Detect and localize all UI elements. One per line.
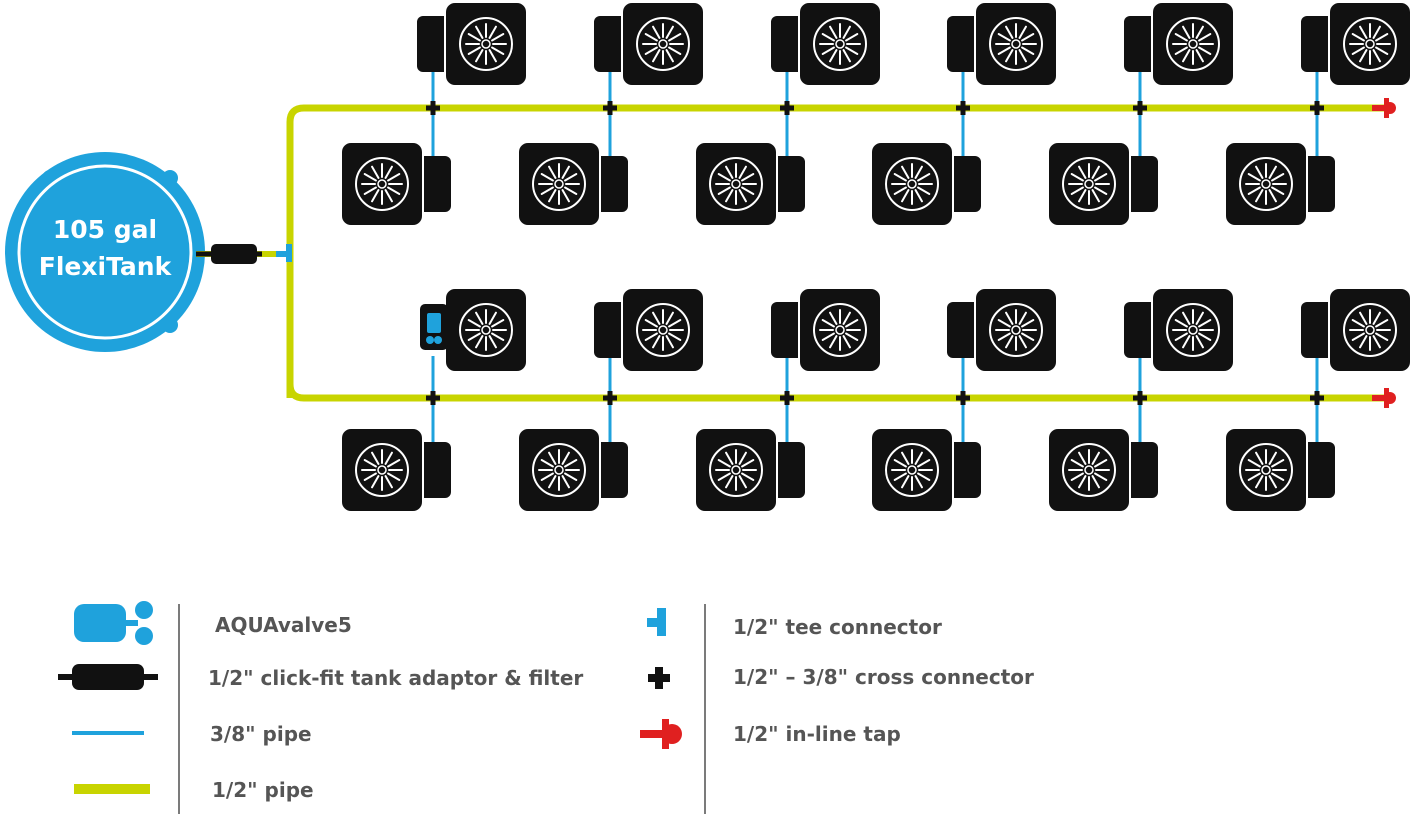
pot [340, 427, 451, 513]
cross-connector [780, 101, 794, 115]
pot [1224, 427, 1335, 513]
pot [694, 427, 805, 513]
pot [594, 1, 705, 87]
pipe-trunk [286, 104, 1384, 398]
cross-connector [603, 101, 617, 115]
aquavalve [420, 304, 448, 350]
pot [771, 287, 882, 373]
tank-ring [17, 164, 193, 340]
legend-label-aquavalve: AQUAvalve5 [215, 613, 352, 637]
pipe-12-icon [74, 784, 150, 794]
inline-tap [1372, 388, 1396, 408]
legend-label-tank-adaptor: 1/2" click-fit tank adaptor & filter [208, 666, 584, 690]
tee-connector-icon [647, 608, 666, 636]
cross-connector [956, 101, 970, 115]
legend-divider [704, 604, 706, 814]
legend-label-inline-tap: 1/2" in-line tap [733, 722, 901, 746]
pot [1124, 287, 1235, 373]
legend-label-cross-connector: 1/2" – 3/8" cross connector [733, 665, 1034, 689]
pot [594, 287, 705, 373]
pot [870, 427, 981, 513]
pot [947, 287, 1058, 373]
pots-layer [340, 1, 1412, 513]
cross-connector [956, 391, 970, 405]
aquavalve-icon [74, 601, 153, 645]
tank-label-line1: 105 gal [53, 215, 157, 244]
legend-label-pipe-38: 3/8" pipe [210, 722, 312, 746]
cross-connector [1133, 101, 1147, 115]
pot [1124, 1, 1235, 87]
cross-connector [1310, 101, 1324, 115]
tank-adaptor-filter [196, 244, 262, 264]
pipe-38-icon [72, 731, 144, 735]
legend-label-pipe-12: 1/2" pipe [212, 778, 314, 802]
inline-tap [1372, 98, 1396, 118]
cross-connector [1310, 391, 1324, 405]
cross-connector [426, 101, 440, 115]
pot [517, 141, 628, 227]
pot [1047, 427, 1158, 513]
legend-divider [178, 604, 180, 814]
pot [1047, 141, 1158, 227]
pot [947, 1, 1058, 87]
pot [444, 287, 528, 373]
tank-adaptor-filter-icon [58, 664, 158, 690]
pot [1301, 1, 1412, 87]
inline-tap-icon [640, 719, 682, 749]
irrigation-layout-diagram: 105 gal FlexiTank [5, 1, 1412, 513]
tank-label-line2: FlexiTank [39, 252, 173, 281]
pot [771, 1, 882, 87]
pot [694, 141, 805, 227]
legend-label-tee-connector: 1/2" tee connector [733, 615, 942, 639]
pot [1301, 287, 1412, 373]
cross-connector [780, 391, 794, 405]
pot [1224, 141, 1335, 227]
pot [870, 141, 981, 227]
cross-connector-icon [648, 667, 670, 689]
cross-connector [603, 391, 617, 405]
pot [517, 427, 628, 513]
tank-body [5, 152, 205, 352]
pipe-trunk [286, 254, 1384, 402]
flexitank: 105 gal FlexiTank [5, 152, 205, 352]
pot [340, 141, 451, 227]
cross-connector [426, 391, 440, 405]
pot [417, 1, 528, 87]
tee-connector [276, 244, 292, 262]
cross-connector [1133, 391, 1147, 405]
